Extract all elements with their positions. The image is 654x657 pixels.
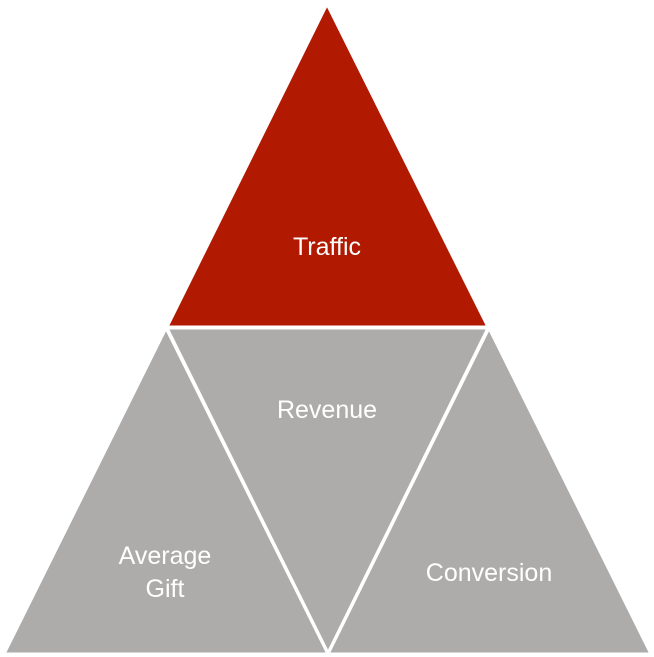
conversion-label: Conversion	[426, 559, 552, 587]
average-gift-label-line-1: Average	[119, 542, 212, 570]
revenue-label: Revenue	[277, 396, 377, 424]
traffic-label: Traffic	[293, 233, 361, 261]
traffic-triangle	[164, 0, 491, 329]
revenue-triangle	[164, 326, 491, 657]
average-gift-label-line-2: Gift	[146, 575, 185, 603]
